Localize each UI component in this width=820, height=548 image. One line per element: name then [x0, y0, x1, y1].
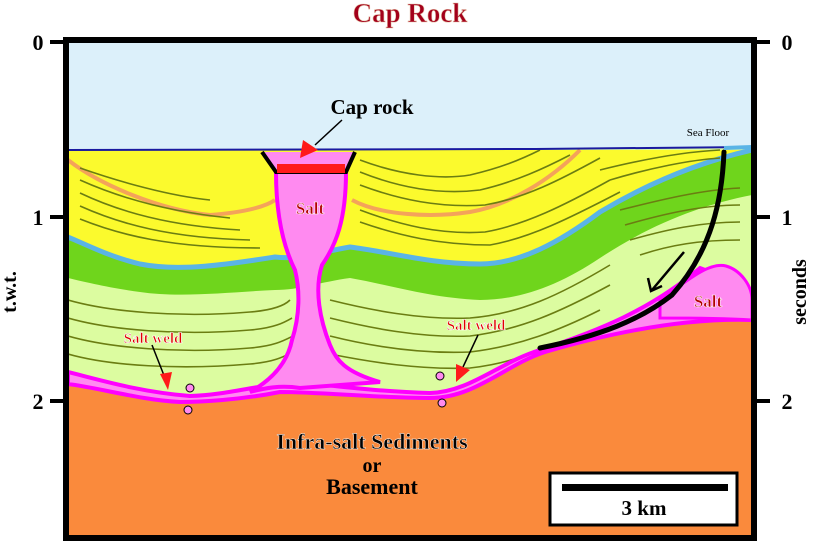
sediment-lines: [68, 149, 741, 370]
left-axis: 0 1 2 t.w.t.: [0, 30, 68, 414]
listric-fault: [537, 149, 727, 351]
left-tick-0: 0: [33, 30, 44, 55]
right-tick-2: 2: [782, 389, 793, 414]
right-axis: 0 1 2 seconds: [752, 30, 811, 414]
scale-bar: 3 km: [548, 471, 739, 527]
section-frame: [63, 37, 757, 541]
scale-bar-label: 3 km: [622, 496, 667, 520]
yellow-layer: [68, 150, 752, 266]
salt-pillow-right: [658, 263, 752, 322]
salt-weld-arrow-left: [151, 344, 172, 390]
sea-water: [68, 42, 752, 162]
right-tick-0: 0: [782, 30, 793, 55]
salt-weld-arrow-right: [456, 334, 479, 382]
right-tick-1: 1: [782, 205, 793, 230]
left-axis-label: t.w.t.: [0, 271, 21, 313]
blue-horizon: [68, 148, 752, 270]
sea-floor-label: Sea Floor: [687, 127, 730, 139]
cap-rock-arrow: [300, 119, 343, 158]
weld-point-marker: [435, 371, 445, 381]
fault-movement-arrow: [646, 251, 685, 293]
salt-diapir-label: Salt: [296, 199, 325, 218]
sea-floor-line: [68, 146, 752, 151]
weld-point-marker: [437, 398, 447, 408]
cap-rock-red: [277, 164, 345, 173]
salt-weld-label-left: Salt weld: [124, 331, 183, 347]
weld-point-marker: [185, 383, 195, 393]
basement-label-line1: Infra-salt Sediments: [276, 429, 468, 454]
right-axis-label: seconds: [789, 259, 811, 325]
salt-diapir: [249, 170, 381, 394]
diagram-title: Cap Rock: [353, 0, 468, 28]
basement-label-line3: Basement: [326, 474, 418, 499]
cap-rock-label: Cap rock: [330, 95, 413, 119]
salt-pillow-label: Salt: [694, 292, 723, 311]
weld-point-marker: [183, 405, 193, 415]
salt-weld-label-right: Salt weld: [447, 318, 506, 334]
basement-label-line2: or: [363, 455, 382, 477]
left-tick-1: 1: [33, 205, 44, 230]
left-tick-2: 2: [33, 389, 44, 414]
